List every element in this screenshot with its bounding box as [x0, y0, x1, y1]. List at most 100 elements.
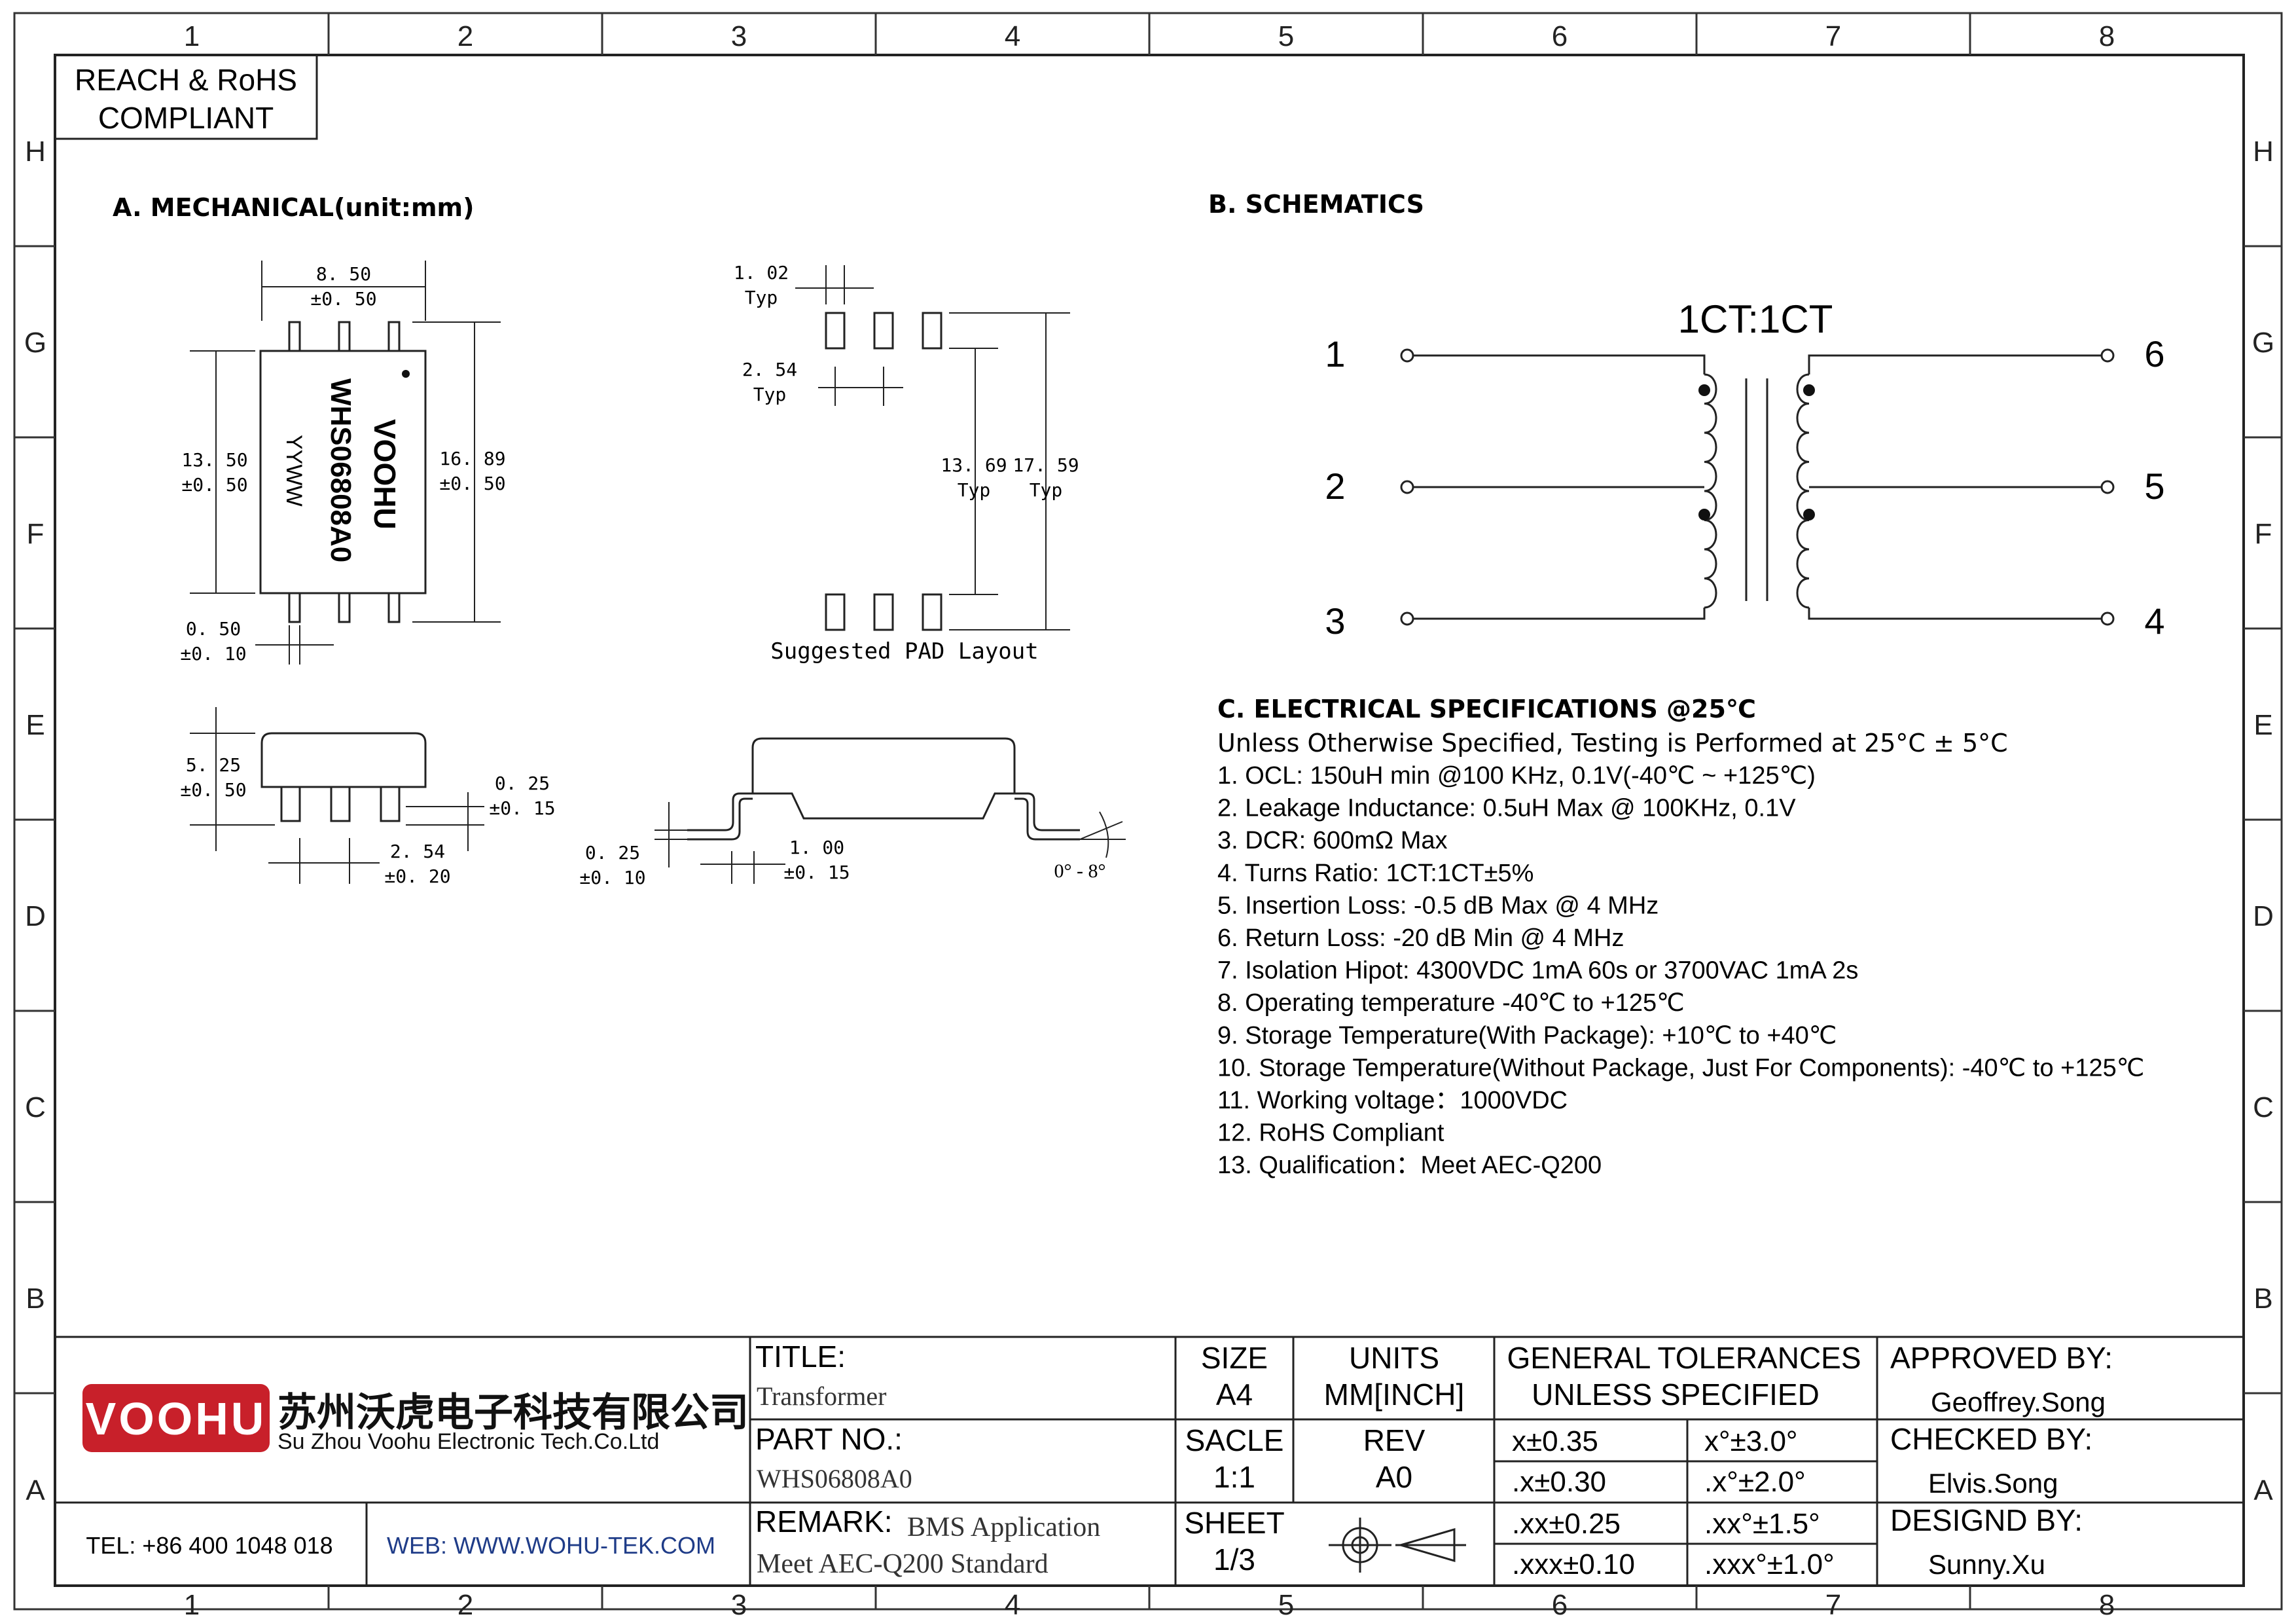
zone-col-label: 1: [184, 1589, 200, 1621]
spec-item: 11. Working voltage：1000VDC: [1217, 1087, 1568, 1114]
partno-label: PART NO.:: [755, 1422, 903, 1456]
pad-layout-caption: Suggested PAD Layout: [770, 638, 1038, 665]
tol-linear: .x±0.30: [1512, 1466, 1606, 1498]
zone-row-label: D: [2253, 900, 2274, 932]
pin-label: 4: [2144, 600, 2164, 642]
website: WEB: WWW.WOHU-TEK.COM: [387, 1532, 715, 1559]
tol-angular: .x°±2.0°: [1704, 1466, 1806, 1498]
dim-pad-w-typ: Typ: [745, 287, 778, 308]
spec-item: 7. Isolation Hipot: 4300VDC 1mA 60s or 3…: [1217, 957, 1858, 985]
spec-item: 9. Storage Temperature(With Package): +1…: [1217, 1022, 1837, 1049]
designed-value: Sunny.Xu: [1928, 1549, 2045, 1580]
turns-ratio: 1CT:1CT: [1678, 297, 1833, 341]
spec-item: 13. Qualification：Meet AEC-Q200: [1217, 1152, 1602, 1179]
remark-line1: BMS Application: [907, 1512, 1100, 1542]
polarity-dot: [1698, 509, 1710, 520]
dim-pad-inner-typ: Typ: [958, 479, 991, 501]
zone-col-label: 1: [184, 20, 200, 52]
zone-col-label: 5: [1278, 1589, 1294, 1621]
schematics-heading: B. SCHEMATICS: [1208, 190, 1424, 219]
dim-pin-w: 0. 50: [186, 618, 241, 640]
zone-col-label: 8: [2099, 1589, 2115, 1621]
tol-linear: .xx±0.25: [1512, 1508, 1621, 1540]
dim-height: 5. 25: [186, 754, 241, 776]
company-name-cn: 苏州沃虎电子科技有限公司: [278, 1391, 749, 1434]
dim-pad-inner: 13. 69: [941, 454, 1007, 476]
marking-date: YYWW: [281, 435, 306, 507]
zone-row-label: G: [24, 327, 46, 359]
pin-label: 1: [1325, 333, 1345, 374]
zone-row-label: D: [25, 900, 46, 932]
zone-row-label: E: [2253, 709, 2272, 741]
pin-label: 3: [1325, 600, 1345, 642]
spec-item: 6. Return Loss: -20 dB Min @ 4 MHz: [1217, 924, 1624, 952]
tol-angular: .xx°±1.5°: [1704, 1508, 1820, 1540]
dim-pad-outer-typ: Typ: [1030, 479, 1063, 501]
company-name-en: Su Zhou Voohu Electronic Tech.Co.Ltd: [278, 1429, 659, 1454]
zone-row-label: B: [26, 1283, 45, 1315]
zone-row-label: C: [2253, 1091, 2274, 1123]
dim-standoff: 0. 25: [495, 773, 550, 794]
end-view: [687, 737, 1080, 841]
marking-part: WHS06808A0: [325, 378, 357, 562]
zone-col-label: 5: [1278, 20, 1294, 52]
company-logo: [82, 1384, 270, 1452]
sheet-label: SHEET: [1184, 1506, 1284, 1540]
spec-item: 12. RoHS Compliant: [1217, 1120, 1444, 1147]
dim-pad-pitch: 2. 54: [742, 359, 797, 380]
remark-label: REMARK:: [755, 1504, 893, 1539]
tel: TEL: +86 400 1048 018: [86, 1532, 332, 1559]
zone-row-label: C: [25, 1091, 46, 1123]
tol-angular: .xxx°±1.0°: [1704, 1548, 1835, 1580]
dim-body-len: 13. 50: [181, 449, 247, 471]
dim-pitch: 2. 54: [390, 841, 445, 862]
spec-item: 1. OCL: 150uH min @100 KHz, 0.1V(-40℃ ~ …: [1217, 762, 1816, 790]
dim-total-len-tol: ±0. 50: [439, 473, 505, 494]
zone-row-label: A: [26, 1474, 45, 1506]
spec-list: 1. OCL: 150uH min @100 KHz, 0.1V(-40℃ ~ …: [1217, 762, 2144, 1179]
polarity-dot: [1803, 384, 1815, 396]
dim-width-tol: ±0. 50: [310, 288, 376, 310]
mechanical-heading: A. MECHANICAL(unit:mm): [113, 193, 475, 222]
compliance-line1: REACH & RoHS: [75, 63, 297, 97]
units-label: UNITS: [1349, 1341, 1439, 1375]
top-view: [259, 321, 427, 623]
transformer-schematic: [1400, 348, 2115, 626]
dim-total-len: 16. 89: [439, 448, 505, 469]
zone-col-label: 2: [457, 1589, 473, 1621]
pin1-dot: [402, 370, 410, 378]
approved-label: APPROVED BY:: [1890, 1341, 2113, 1375]
spec-item: 2. Leakage Inductance: 0.5uH Max @ 100KH…: [1217, 795, 1796, 822]
tolerance-title: GENERAL TOLERANCES: [1507, 1341, 1861, 1375]
pin-label: 2: [1325, 465, 1345, 507]
checked-label: CHECKED BY:: [1890, 1422, 2092, 1456]
spec-item: 8. Operating temperature -40℃ to +125℃: [1217, 989, 1685, 1017]
dim-foot-tol: ±0. 15: [783, 862, 850, 883]
zone-row-label: G: [2252, 327, 2274, 359]
scale-label: SACLE: [1185, 1423, 1284, 1457]
zone-col-label: 7: [1825, 1589, 1841, 1621]
rev-value: A0: [1376, 1460, 1412, 1494]
pad-layout: [825, 312, 942, 631]
title-value: Transformer: [757, 1381, 887, 1411]
pin-label: 5: [2144, 465, 2164, 507]
title-label: TITLE:: [755, 1340, 846, 1374]
side-view: [260, 732, 427, 822]
spec-item: 5. Insertion Loss: -0.5 dB Max @ 4 MHz: [1217, 892, 1659, 919]
units-value: MM[INCH]: [1324, 1377, 1465, 1412]
spec-item: 3. DCR: 600mΩ Max: [1217, 827, 1448, 854]
pin-label: 6: [2144, 333, 2164, 374]
size-value: A4: [1216, 1377, 1253, 1412]
dim-pad-pitch-typ: Typ: [753, 384, 787, 405]
tolerance-subtitle: UNLESS SPECIFIED: [1532, 1377, 1820, 1412]
tol-angular: x°±3.0°: [1704, 1425, 1798, 1457]
scale-value: 1:1: [1213, 1460, 1255, 1494]
dim-height-tol: ±0. 50: [180, 779, 246, 801]
zone-col-label: 3: [731, 20, 747, 52]
spec-item: 4. Turns Ratio: 1CT:1CT±5%: [1217, 860, 1534, 887]
zone-row-label: F: [27, 518, 45, 550]
tol-linear: .xxx±0.10: [1512, 1548, 1635, 1580]
checked-value: Elvis.Song: [1928, 1468, 2058, 1499]
dim-angle: 0° - 8°: [1054, 860, 1106, 882]
